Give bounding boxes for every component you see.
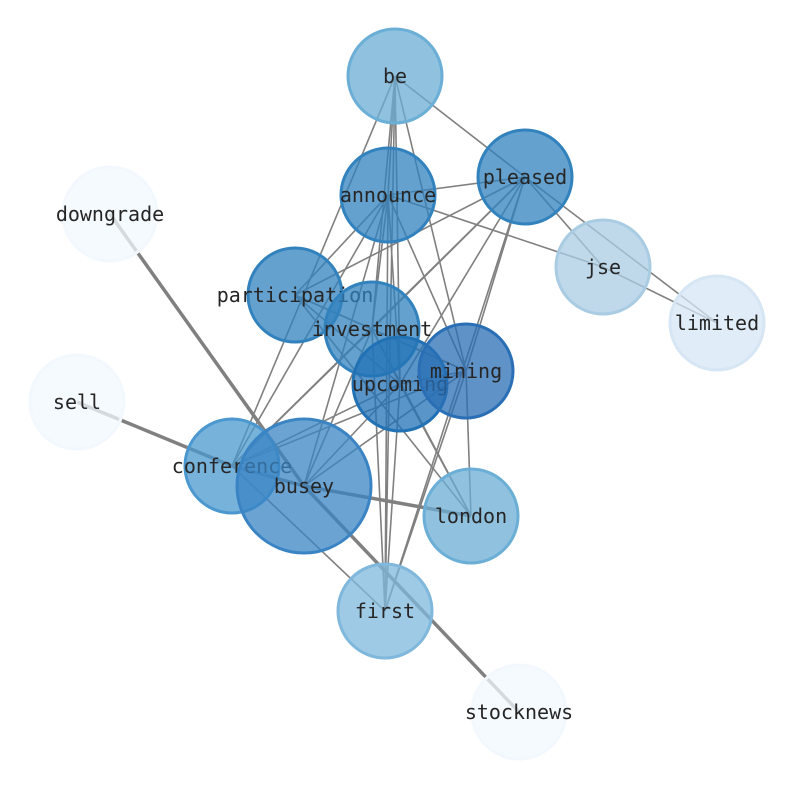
node-circle-jse (554, 218, 652, 316)
edge-be-mining (394, 75, 467, 372)
node-label-announce: announce (340, 183, 436, 207)
node-label-jse: jse (585, 255, 621, 279)
node-circle-announce (339, 146, 437, 244)
node-label-downgrade: downgrade (56, 202, 164, 226)
node-first: first (336, 562, 434, 660)
node-label-pleased: pleased (483, 165, 567, 189)
node-mining: mining (417, 322, 515, 420)
node-circle-downgrade (61, 165, 159, 263)
node-label-mining: mining (430, 359, 502, 383)
node-label-be: be (383, 64, 407, 88)
node-label-investment: investment (312, 317, 432, 341)
node-label-stocknews: stocknews (465, 700, 573, 724)
nodes: bepleasedannouncedowngradejselimitedpart… (28, 27, 766, 761)
node-circle-busey (235, 417, 373, 555)
node-london: london (422, 467, 520, 565)
node-circle-stocknews (470, 663, 568, 761)
node-downgrade: downgrade (56, 165, 164, 263)
node-label-busey: busey (274, 474, 334, 498)
node-jse: jse (554, 218, 652, 316)
node-circle-london (422, 467, 520, 565)
node-be: be (346, 27, 444, 125)
node-label-london: london (435, 504, 507, 528)
node-busey: busey (235, 417, 373, 555)
node-circle-first (336, 562, 434, 660)
node-circle-limited (668, 274, 766, 372)
node-circle-mining (417, 322, 515, 420)
node-label-sell: sell (53, 390, 101, 414)
node-pleased: pleased (476, 128, 574, 226)
node-label-limited: limited (675, 311, 759, 335)
node-circle-sell (28, 353, 126, 451)
node-sell: sell (28, 353, 126, 451)
node-circle-be (346, 27, 444, 125)
node-announce: announce (339, 146, 437, 244)
node-label-first: first (355, 599, 415, 623)
node-circle-pleased (476, 128, 574, 226)
node-stocknews: stocknews (465, 663, 573, 761)
node-limited: limited (668, 274, 766, 372)
